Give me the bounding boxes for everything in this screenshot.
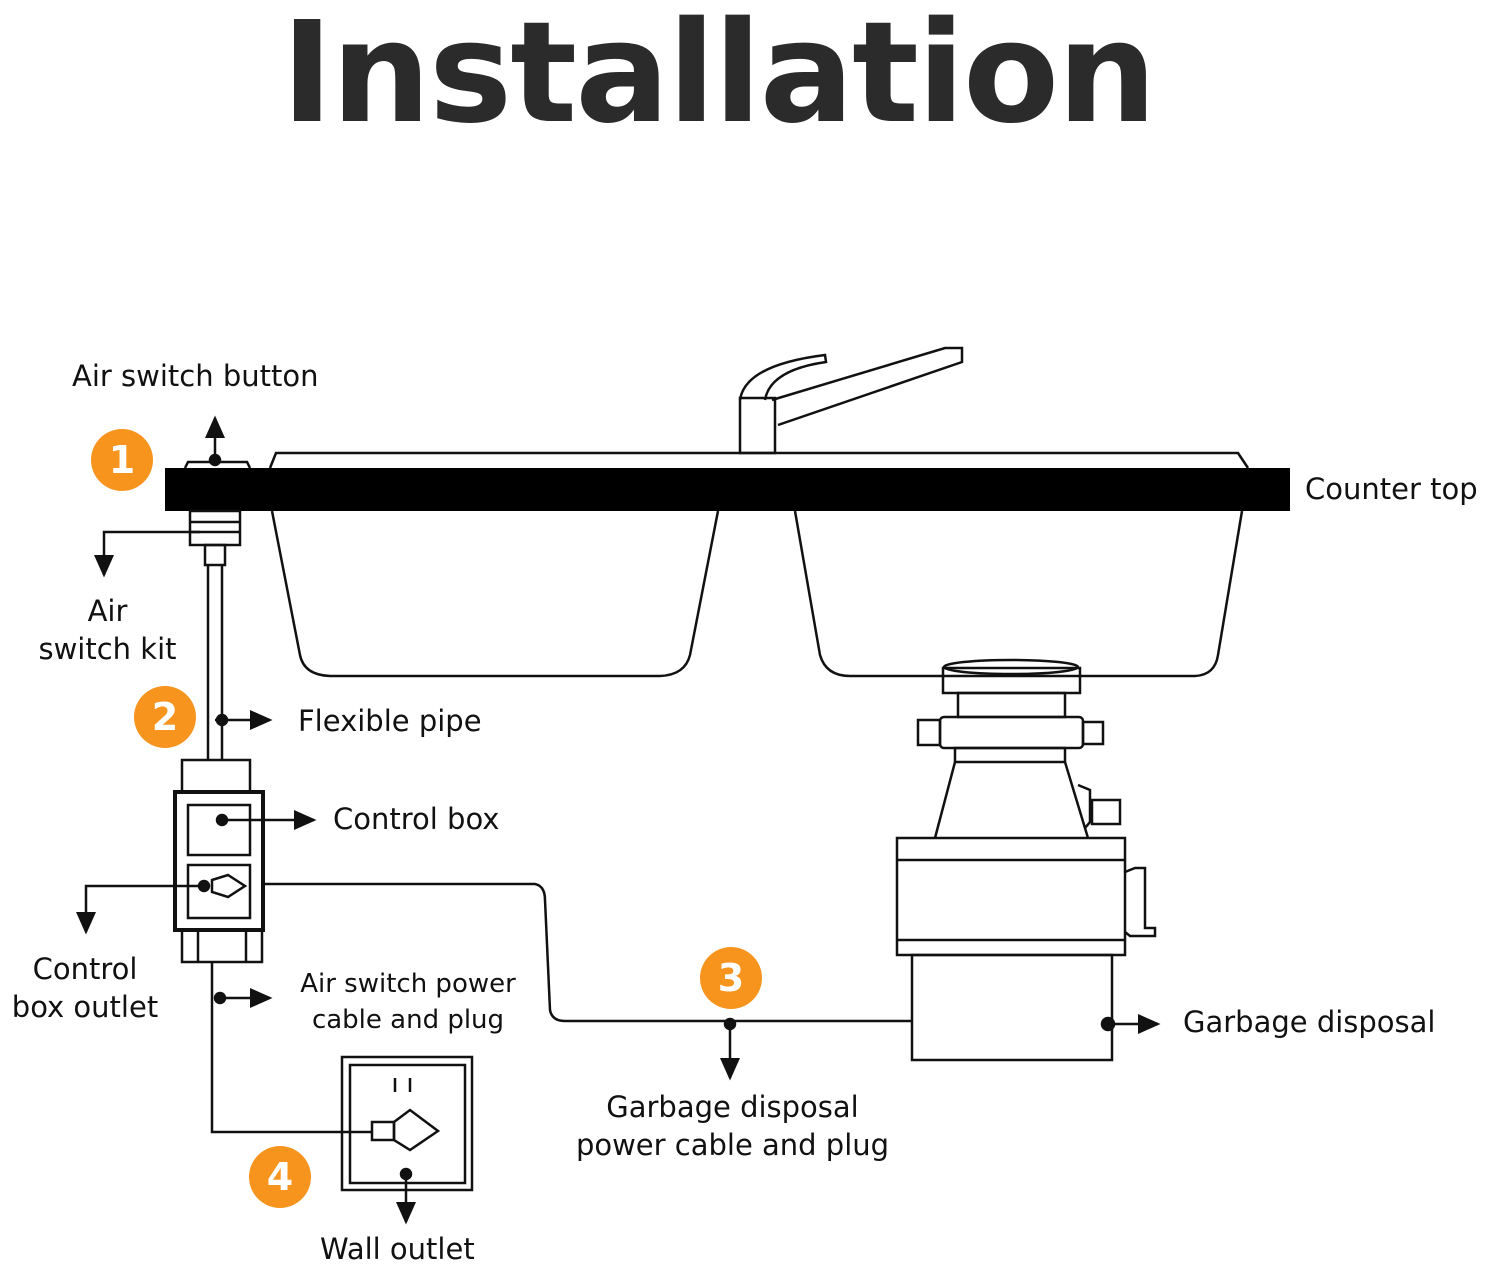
step-1-badge: 1 xyxy=(91,429,153,491)
label-air-switch-button: Air switch button xyxy=(72,359,319,393)
control-box xyxy=(76,758,317,964)
label-line: Air xyxy=(87,594,128,628)
air-switch-power-cable xyxy=(210,962,372,1134)
label-line: Air switch power xyxy=(300,969,516,999)
label-garbage-disposal: Garbage disposal xyxy=(1183,1005,1436,1039)
label-counter-top: Counter top xyxy=(1305,472,1478,506)
step-3-badge: 3 xyxy=(700,947,762,1009)
label-line: cable and plug xyxy=(311,1005,505,1035)
label-line: box outlet xyxy=(11,990,159,1024)
wall-outlet xyxy=(340,1055,474,1225)
counter-top xyxy=(165,468,1290,511)
step-4-badge: 4 xyxy=(249,1146,311,1208)
label-air-switch-kit: Air switch kit xyxy=(20,592,195,668)
label-flexible-pipe: Flexible pipe xyxy=(298,704,482,738)
page-title: Installation xyxy=(281,0,1157,155)
label-line: Control xyxy=(32,952,138,986)
faucet xyxy=(738,346,964,455)
label-air-switch-power-cable: Air switch power cable and plug xyxy=(283,966,533,1038)
air-switch xyxy=(94,415,273,760)
label-line: switch kit xyxy=(38,632,177,666)
label-control-box: Control box xyxy=(333,802,500,836)
label-control-box-outlet: Control box outlet xyxy=(0,950,170,1026)
label-line: Garbage disposal xyxy=(606,1090,859,1124)
label-garbage-disposal-power-cable: Garbage disposal power cable and plug xyxy=(545,1088,920,1164)
disposal-cable xyxy=(262,882,912,1023)
garbage-disposal-unit xyxy=(895,658,1161,1062)
label-wall-outlet: Wall outlet xyxy=(320,1232,475,1266)
label-line: power cable and plug xyxy=(575,1128,890,1162)
step-2-badge: 2 xyxy=(134,686,196,748)
